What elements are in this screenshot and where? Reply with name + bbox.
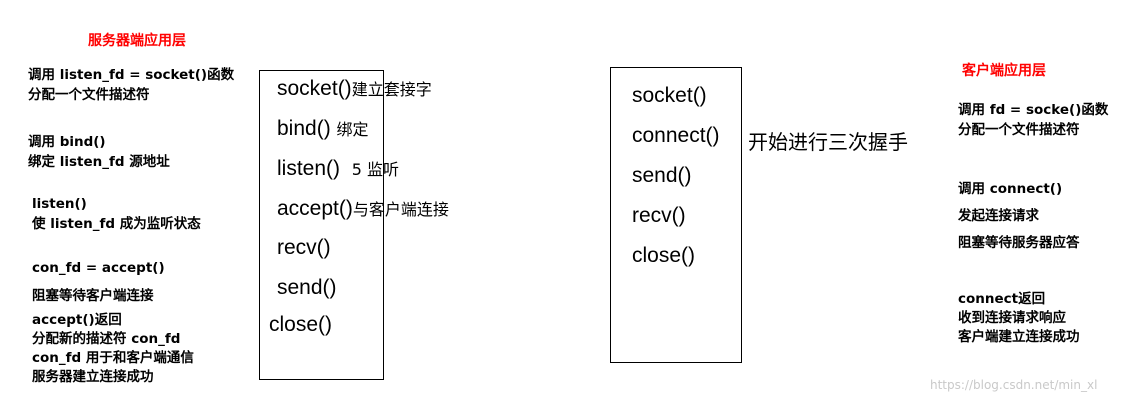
note-line: 调用 bind() bbox=[28, 134, 106, 150]
fn-comment: 绑定 bbox=[336, 120, 369, 139]
watermark: https://blog.csdn.net/min_xl bbox=[930, 378, 1098, 392]
note-line: 服务器建立连接成功 bbox=[32, 369, 154, 385]
note-line: connect返回 bbox=[958, 291, 1046, 307]
server-call-recv: recv() bbox=[277, 236, 331, 260]
server-call-close: close() bbox=[269, 313, 332, 337]
client-note-connect-return: connect返回 收到连接请求响应 客户端建立连接成功 bbox=[958, 290, 1080, 347]
note-line: 使 listen_fd 成为监听状态 bbox=[32, 216, 201, 232]
note-line: 分配新的描述符 con_fd bbox=[32, 331, 181, 347]
server-call-listen: listen() 5 监听 bbox=[277, 156, 399, 181]
note-line: con_fd 用于和客户端通信 bbox=[32, 350, 194, 366]
client-call-socket: socket() bbox=[632, 84, 707, 107]
fn-name: recv() bbox=[277, 236, 331, 259]
client-note-socket: 调用 fd = socke()函数 分配一个文件描述符 bbox=[958, 100, 1108, 140]
server-call-bind: bind() 绑定 bbox=[277, 116, 369, 141]
handshake-label: 开始进行三次握手 bbox=[748, 130, 908, 154]
client-call-connect: connect() bbox=[632, 124, 720, 147]
note-line: 绑定 listen_fd 源地址 bbox=[28, 154, 170, 170]
note-line: 调用 connect() bbox=[958, 181, 1063, 197]
client-call-close: close() bbox=[632, 244, 696, 267]
note-line: 客户端建立连接成功 bbox=[958, 329, 1080, 345]
client-call-box bbox=[610, 67, 742, 363]
note-line: accept()返回 bbox=[32, 312, 122, 328]
server-call-accept: accept()与客户端连接 bbox=[277, 196, 449, 221]
note-line: 分配一个文件描述符 bbox=[958, 122, 1080, 138]
server-title: 服务器端应用层 bbox=[88, 33, 186, 49]
server-note-accept: con_fd = accept() 阻塞等待客户端连接 bbox=[32, 254, 165, 310]
server-note-listen: listen() 使 listen_fd 成为监听状态 bbox=[32, 194, 201, 234]
fn-name: accept() bbox=[277, 197, 353, 220]
fn-name: socket() bbox=[277, 77, 352, 100]
fn-name: send() bbox=[277, 276, 337, 299]
note-line: 调用 listen_fd = socket()函数 bbox=[28, 67, 235, 83]
note-line: listen() bbox=[32, 196, 87, 212]
note-line: con_fd = accept() bbox=[32, 260, 165, 276]
note-line: 阻塞等待服务器应答 bbox=[958, 235, 1080, 251]
server-call-box bbox=[259, 70, 384, 380]
server-call-socket: socket()建立套接字 bbox=[277, 76, 432, 101]
server-note-socket: 调用 listen_fd = socket()函数 分配一个文件描述符 bbox=[28, 65, 234, 105]
note-line: 收到连接请求响应 bbox=[958, 310, 1066, 326]
client-title: 客户端应用层 bbox=[962, 63, 1046, 79]
fn-name: listen() bbox=[277, 157, 341, 180]
fn-comment: 与客户端连接 bbox=[352, 200, 449, 219]
fn-name: bind() bbox=[277, 117, 331, 140]
server-note-accept-return: accept()返回 分配新的描述符 con_fd con_fd 用于和客户端通… bbox=[32, 311, 194, 387]
server-call-send: send() bbox=[277, 276, 337, 300]
server-note-bind: 调用 bind() 绑定 listen_fd 源地址 bbox=[28, 132, 170, 172]
client-note-connect: 调用 connect() 发起连接请求 阻塞等待服务器应答 bbox=[958, 176, 1080, 257]
fn-comment: 建立套接字 bbox=[351, 80, 432, 99]
note-line: 调用 fd = socke()函数 bbox=[958, 102, 1109, 118]
client-call-send: send() bbox=[632, 164, 692, 187]
fn-name: close() bbox=[269, 313, 333, 336]
client-call-recv: recv() bbox=[632, 204, 686, 227]
fn-comment: 5 监听 bbox=[351, 160, 399, 179]
note-line: 阻塞等待客户端连接 bbox=[32, 288, 154, 304]
note-line: 发起连接请求 bbox=[958, 208, 1039, 224]
note-line: 分配一个文件描述符 bbox=[28, 87, 150, 103]
